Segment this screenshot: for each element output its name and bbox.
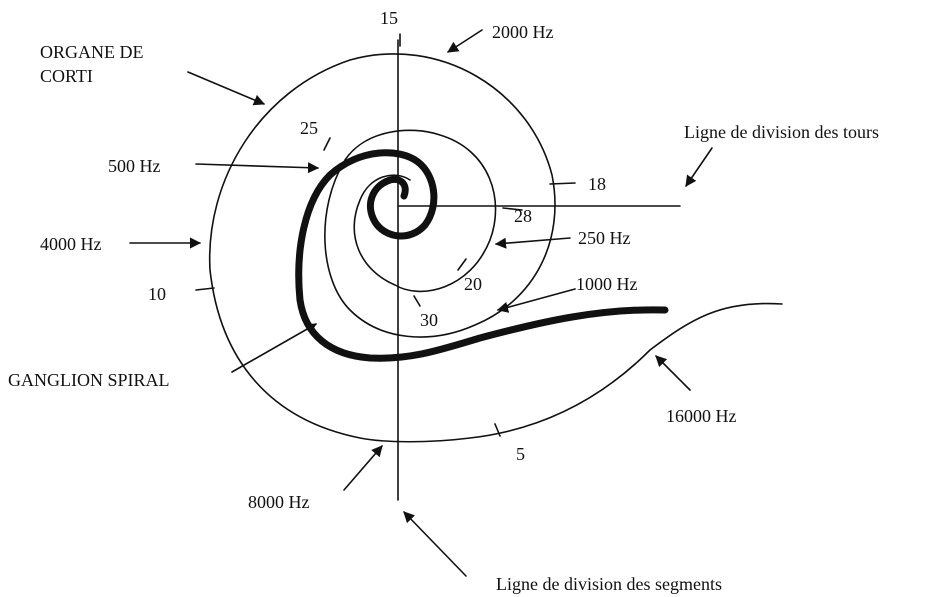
arrow-16000hz	[655, 355, 691, 391]
label-2000hz: 2000 Hz	[492, 22, 554, 42]
tick-30	[413, 295, 421, 307]
label-500hz: 500 Hz	[108, 156, 161, 176]
mark-30: 30	[420, 310, 438, 330]
organe-label-line2: CORTI	[40, 66, 93, 86]
mark-10: 10	[148, 284, 166, 304]
ganglion-label: GANGLION SPIRAL	[8, 370, 170, 390]
tick-20	[457, 258, 467, 271]
tick-18	[549, 182, 576, 185]
label-250hz: 250 Hz	[578, 228, 631, 248]
tick-25	[323, 137, 331, 151]
label-1000hz: 1000 Hz	[576, 274, 638, 294]
organ-of-corti-outer-spiral	[208, 53, 783, 443]
mark-15: 15	[380, 8, 398, 28]
arrow-1000hz	[496, 288, 576, 313]
arrow-2000hz	[447, 29, 483, 53]
label-8000hz: 8000 Hz	[248, 492, 310, 512]
organe-label-line1: ORGANE DE	[40, 42, 144, 62]
label-4000hz: 4000 Hz	[40, 234, 102, 254]
spiral-ganglion-spiral	[295, 149, 669, 362]
mark-25: 25	[300, 118, 318, 138]
ligne-segments-arrow	[403, 511, 467, 577]
organe-arrow	[187, 71, 266, 106]
ligne-tours-label: Ligne de division des tours	[684, 122, 879, 142]
mark-28: 28	[514, 206, 532, 226]
mark-18: 18	[588, 174, 606, 194]
tick-28	[502, 207, 523, 211]
arrow-8000hz	[343, 445, 383, 491]
mark-20: 20	[464, 274, 482, 294]
tick-5	[494, 423, 501, 437]
tick-10	[195, 287, 215, 291]
mark-5: 5	[516, 444, 525, 464]
ligne-tours-arrow	[685, 147, 713, 187]
arrow-250hz	[494, 237, 571, 249]
ligne-segments-label: Ligne de division des segments	[496, 574, 722, 594]
label-16000hz: 16000 Hz	[666, 406, 737, 426]
arrow-500hz	[195, 162, 320, 174]
ganglion-arrow	[231, 323, 317, 373]
